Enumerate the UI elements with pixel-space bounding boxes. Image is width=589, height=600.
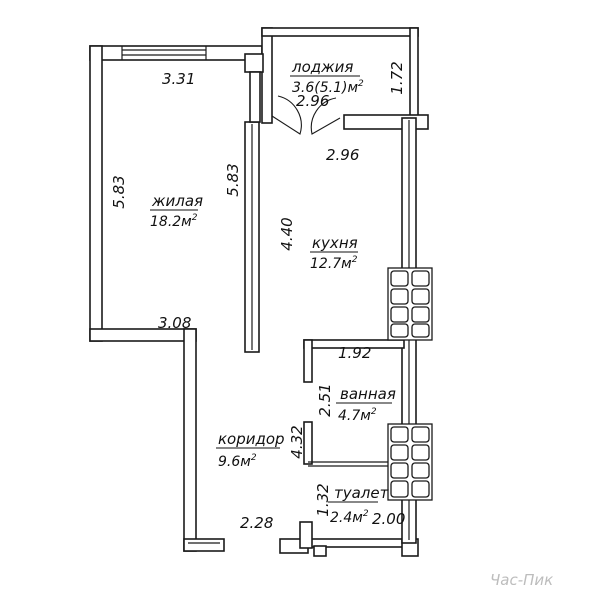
room-name-toilet: туалет	[334, 484, 390, 502]
walls	[89, 27, 429, 557]
svg-text:3.6(5.1)м2: 3.6(5.1)м2	[292, 79, 364, 96]
room-area-living: 18.2м	[150, 214, 192, 230]
room-name-kitchen: кухня	[312, 234, 358, 252]
dim-living-height-left: 5.83	[110, 175, 128, 208]
dim-kitchen-height: 4.40	[278, 217, 296, 250]
dim-corridor-width-bottom: 2.28	[240, 514, 273, 532]
dim-living-width-top: 3.31	[162, 70, 195, 88]
left-wall-corridor	[183, 328, 197, 552]
dim-loggia-height: 1.72	[388, 61, 406, 94]
room-bathroom: ванная 4.7м2	[336, 385, 396, 424]
dim-kitchen-width: 2.96	[326, 146, 359, 164]
loggia-door	[271, 95, 341, 135]
room-area-toilet: 2.4м	[330, 510, 363, 526]
dim-corridor-height: 4.32	[288, 425, 306, 458]
room-area-kitchen: 12.7м	[310, 256, 352, 272]
dim-toilet-width: 2.00	[372, 510, 405, 528]
bathroom-left-wall	[303, 339, 313, 383]
svg-text:9.6м2: 9.6м2	[218, 453, 257, 470]
room-corridor: коридор 9.6м2	[216, 430, 285, 470]
room-name-living: жилая	[151, 192, 203, 210]
room-living: жилая 18.2м2	[150, 192, 203, 230]
toilet-left-wall-stub	[299, 521, 313, 549]
room-name-bathroom: ванная	[340, 385, 396, 403]
room-name-loggia: лоджия	[291, 58, 353, 76]
loggia-right-wall	[409, 27, 419, 119]
left-wall-living	[89, 45, 103, 342]
room-kitchen: кухня 12.7м2	[310, 234, 358, 272]
svg-text:18.2м2: 18.2м2	[150, 213, 198, 230]
dim-toilet-height: 1.32	[314, 483, 332, 516]
room-area-bathroom: 4.7м	[338, 408, 371, 424]
room-loggia: лоджия 3.6(5.1)м2	[290, 58, 364, 96]
dimensions: 3.31 5.83 5.83 3.08 2.96 1.72 2.96 4.40 …	[110, 61, 406, 532]
loggia-left-wall	[261, 27, 273, 124]
watermark: Час-Пик	[490, 571, 553, 589]
column	[244, 53, 264, 73]
svg-text:2.4м2: 2.4м2	[330, 509, 369, 526]
dim-bathroom-height: 2.51	[316, 383, 334, 416]
svg-text:12.7м2: 12.7м2	[310, 255, 358, 272]
room-area-corridor: 9.6м	[218, 454, 251, 470]
bathroom-left-wall-lower	[303, 421, 313, 465]
svg-text:4.7м2: 4.7м2	[338, 407, 377, 424]
dim-living-height-right: 5.83	[224, 163, 242, 196]
room-name-corridor: коридор	[218, 430, 285, 448]
vent-duct-upper	[387, 267, 433, 341]
dim-loggia-width: 2.96	[296, 92, 329, 110]
loggia-top-wall	[261, 27, 419, 37]
dim-living-width-bottom: 3.08	[158, 314, 191, 332]
top-wall-living	[89, 45, 263, 61]
room-area-loggia: 3.6(5.1)м	[292, 80, 358, 96]
vent-duct-lower	[387, 423, 433, 501]
room-toilet: туалет 2.4м2	[328, 484, 390, 526]
dim-bathroom-width: 1.92	[338, 344, 371, 362]
bottom-wall-left	[183, 538, 225, 552]
